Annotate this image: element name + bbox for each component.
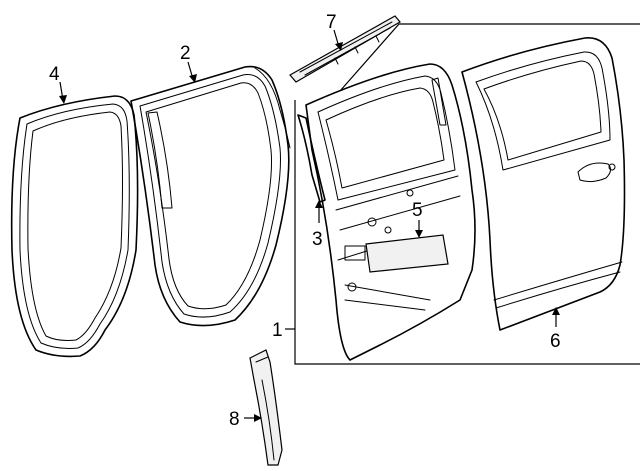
part-7-upper-channel: [289, 15, 401, 83]
callout-1: 1: [272, 320, 283, 341]
callout-6: 6: [550, 331, 561, 352]
callout-5: 5: [412, 200, 423, 221]
part-4-door-weatherstrip: [10, 95, 139, 358]
callout-7: 7: [326, 12, 337, 33]
callout-8: 8: [229, 409, 240, 430]
callout-4: 4: [49, 64, 60, 85]
leader-lines: [59, 29, 560, 422]
callout-3: 3: [312, 229, 323, 250]
callout-2: 2: [180, 43, 191, 64]
part-1-door-shell: [305, 63, 476, 361]
part-5-deflector-panel: [365, 234, 449, 273]
part-2-body-weatherstrip: [130, 65, 291, 327]
assembly-bracket-outline: [294, 23, 640, 365]
part-8-pillar-applique: [249, 349, 283, 466]
part-6-outer-door-panel: [461, 37, 626, 331]
